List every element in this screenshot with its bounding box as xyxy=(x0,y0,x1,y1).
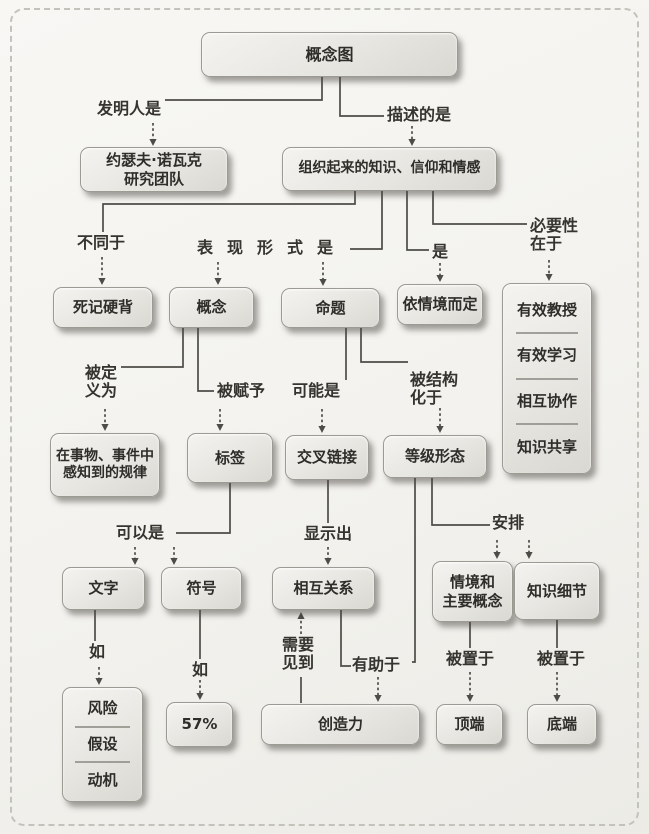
top-node: 顶端 xyxy=(436,704,503,745)
percent-node: 57% xyxy=(166,702,233,747)
arrow-to-examples-list xyxy=(95,667,103,685)
labels-node: 标签 xyxy=(187,433,273,483)
arrow-to-context-concepts xyxy=(493,540,501,559)
need-to-see-label: 需要 见到 xyxy=(282,635,315,673)
arrow-to-creativity xyxy=(374,677,382,702)
interrelations-node: 相互关系 xyxy=(272,567,375,610)
knowledge-details-node: 知识细节 xyxy=(514,562,600,620)
arrow-to-necessity-list xyxy=(545,260,553,281)
edge-labels-canbe xyxy=(176,483,231,534)
rote-memorization-node: 死记硬背 xyxy=(53,287,153,328)
context-main-concepts-node: 情境和 主要概念 xyxy=(432,561,513,622)
arrow-to-symbols xyxy=(170,547,178,565)
placed-at-label-2: 被置于 xyxy=(537,649,586,668)
words-node: 文字 xyxy=(62,567,145,610)
representation-form-label: 表现形式是 xyxy=(197,238,348,257)
is-label: 是 xyxy=(432,242,449,261)
edge-hierarchy-helps xyxy=(412,478,416,663)
placed-at-label-1: 被置于 xyxy=(446,649,495,668)
such-as-label-1: 如 xyxy=(89,642,106,661)
necessity-list-node-item-2: 相互协作 xyxy=(516,392,577,410)
concepts-node: 概念 xyxy=(169,287,254,328)
describes-label: 描述的是 xyxy=(387,105,452,124)
arrow-to-novak-team xyxy=(149,123,157,146)
concept-map-node: 概念图 xyxy=(201,32,458,77)
hierarchy-node: 等级形态 xyxy=(383,435,487,478)
such-as-label-2: 如 xyxy=(192,660,209,679)
shows-label: 显示出 xyxy=(304,524,353,543)
differs-from-label: 不同于 xyxy=(77,233,126,252)
separator-line xyxy=(515,331,579,334)
arrow-to-labels xyxy=(216,409,224,431)
arrow-to-top xyxy=(466,672,474,702)
propositions-node: 命题 xyxy=(281,288,380,328)
bottom-node: 底端 xyxy=(527,704,597,745)
page-border xyxy=(10,8,639,826)
examples-list-node: 风险假设动机 xyxy=(62,687,143,802)
arrow-to-words xyxy=(131,547,139,565)
perceived-regularities-node: 在事物、事件中 感知到的规律 xyxy=(50,433,160,497)
arrow-to-percent xyxy=(196,680,204,700)
arrow-to-propositions xyxy=(319,262,327,286)
necessity-list-node-item-1: 有效学习 xyxy=(516,346,577,365)
cross-links-node: 交叉链接 xyxy=(285,435,369,480)
arrow-to-rote-memorization xyxy=(98,257,106,285)
inventor-label: 发明人是 xyxy=(97,99,162,118)
edge-concepts-definedas xyxy=(121,328,184,368)
separator-line xyxy=(74,761,131,764)
creativity-node: 创造力 xyxy=(261,704,420,745)
defined-as-label: 被定 义为 xyxy=(85,363,118,401)
necessity-list-node-item-3: 知识共享 xyxy=(516,437,577,456)
arrow-to-cross-links xyxy=(318,409,326,433)
edge-interrelations-helps xyxy=(340,610,351,667)
examples-list-node-item-2: 动机 xyxy=(87,770,118,789)
examples-list-node-item-0: 风险 xyxy=(87,699,118,718)
edge-propositions-structured xyxy=(360,328,408,363)
edge-conceptmap-inventor xyxy=(165,77,323,101)
may-be-label: 可能是 xyxy=(292,381,341,400)
arrow-to-context-dependent xyxy=(436,263,444,282)
separator-line xyxy=(515,423,579,426)
arranges-label: 安排 xyxy=(492,513,525,532)
novak-team-node: 约瑟夫·诺瓦克 研究团队 xyxy=(80,147,228,192)
necessity-list-node-item-0: 有效教授 xyxy=(516,300,577,319)
arrow-to-concepts xyxy=(214,262,222,285)
arrow-to-organized-knowledge xyxy=(408,126,416,146)
edge-concepts-given xyxy=(197,328,214,392)
arrow-to-hierarchy xyxy=(436,408,444,433)
arrow-to-knowledge-details xyxy=(525,540,533,559)
context-dependent-node: 依情境而定 xyxy=(397,284,483,325)
symbols-node: 符号 xyxy=(161,567,242,610)
arrow-to-interrelations xyxy=(324,547,332,565)
helps-label: 有助于 xyxy=(352,655,401,674)
edge-hierarchy-arranges xyxy=(431,478,490,526)
necessity-list-node: 有效教授有效学习相互协作知识共享 xyxy=(502,283,592,474)
edge-conceptmap-describes xyxy=(339,77,384,117)
arrow-to-regularities xyxy=(101,409,109,431)
edge-organized-form xyxy=(350,191,383,250)
necessity-label: 必要性 在于 xyxy=(530,216,579,254)
structured-in-label: 被结构 化于 xyxy=(410,370,459,408)
separator-line xyxy=(74,725,131,728)
arrow-to-bottom xyxy=(553,672,561,702)
edge-organized-is xyxy=(406,191,429,251)
can-be-label: 可以是 xyxy=(116,523,165,542)
edge-organized-differs xyxy=(102,191,356,232)
separator-line xyxy=(515,377,579,380)
organized-knowledge-node: 组织起来的知识、信仰和情感 xyxy=(282,147,497,191)
examples-list-node-item-1: 假设 xyxy=(87,735,118,754)
arrow-up-to-interrelations xyxy=(297,612,305,634)
edge-organized-necessity xyxy=(432,191,527,225)
given-label: 被赋予 xyxy=(217,381,266,400)
